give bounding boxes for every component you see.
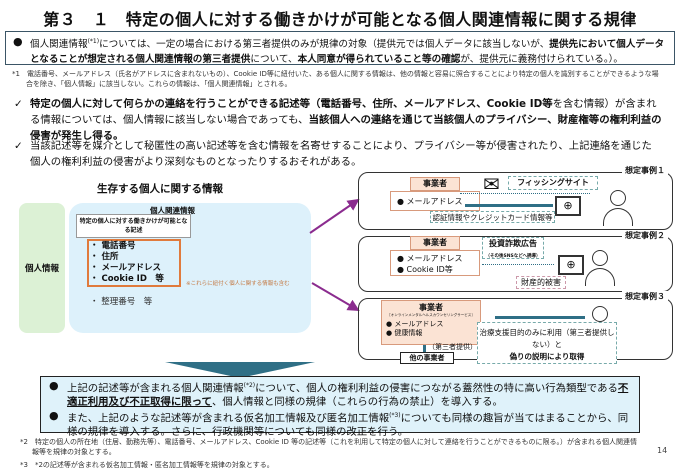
diagram-heading: 生存する個人に関する情報 <box>97 183 223 195</box>
sup: (*1) <box>87 38 100 45</box>
business-sub: ［オンラインメンタルヘルスカウンセリングサービス］ <box>387 313 475 317</box>
business-box: 事業者 ［オンラインメンタルヘルスカウンセリングサービス］ ● メールアドレス●… <box>381 300 481 345</box>
bullet-icon: ● <box>49 379 59 392</box>
bullet-icon: ● <box>13 35 23 48</box>
check-bold: 当該個人への連絡を通じて当該個人のプライバシー、財産権等の権利利益の侵害が発生し… <box>30 114 662 142</box>
intro-text: について、 <box>250 54 298 66</box>
other-item: ・ 整理番号 等 <box>90 297 153 307</box>
item-text: 住所 <box>101 252 119 262</box>
other-text: 整理番号 等 <box>101 297 153 307</box>
specific-desc-box: 特定の個人に対する働きかけが可能となる記述 <box>76 214 191 238</box>
text: について、個人の権利利益の侵害につながる蓋然性の特に高い行為類型である <box>255 382 618 395</box>
intro-text: については、一定の場合における第三者提供のみが規律の対象（提供元では個人データに… <box>99 39 550 51</box>
laptop-icon: ⊕ <box>558 255 584 275</box>
conclusion-item: ● 上記の記述等が含まれる個人関連情報(*2)について、個人の権利利益の侵害につな… <box>49 379 633 409</box>
footnote-3: *3 *2の記述等が含まれる仮名加工情報・匿名加工情報等を規律の対象とする。 <box>20 461 274 469</box>
personal-info-label: 個人情報 <box>24 264 59 274</box>
sup: (*2) <box>243 382 256 389</box>
footnote-2: *2 特定の個人の所在地（住居、勤務先等）、電話番号、メールアドレス、Cooki… <box>20 438 638 456</box>
case-caption: 認証情報やクレジットカード情報等 <box>430 211 555 223</box>
related-info-label: 個人関連情報 <box>150 206 195 215</box>
business-data: ● メールアドレス● Cookie ID等 <box>390 250 480 276</box>
note: ※これらに紐付く個人に関する情報も含む <box>186 281 290 287</box>
down-arrow-icon <box>165 362 315 378</box>
intro-bold: 本人同意が得られていること等の確認 <box>297 54 461 66</box>
case-caption: 財産的被害 <box>516 276 566 289</box>
item: ・ 住所 <box>90 252 119 262</box>
item-text: Cookie ID 等 <box>101 274 164 284</box>
check-item: ✓ 当該記述等を媒介として秘匿性の高い記述等を含む情報を名寄せすることにより、プラ… <box>12 138 662 170</box>
case-label: 想定事例１ <box>622 165 668 176</box>
contact-items-box <box>87 239 181 287</box>
intro-text: が、提供元に義務付けられている。）。 <box>460 54 623 66</box>
item: ・ メールアドレス <box>90 263 161 273</box>
data-item: メールアドレス <box>406 254 463 263</box>
sup: (*3) <box>389 412 401 420</box>
data-item: メールアドレス <box>406 197 463 206</box>
bold-text: 不適正利用及び不正取得に限って <box>67 382 629 408</box>
check-text: 当該記述等を媒介として秘匿性の高い記述等を含む情報を名寄せすることにより、プライ… <box>30 140 652 168</box>
item: ・ Cookie ID 等 <box>90 274 164 284</box>
business-label: 事業者 <box>410 236 460 250</box>
case-2 <box>358 236 673 292</box>
data-item: 健康情報 <box>394 329 423 337</box>
conclusion-item: ● また、上記のような記述等が含まれる仮名加工情報及び匿名加工情報(*3)について… <box>49 409 633 439</box>
footnote-1: *1 電話番号、メールアドレス（氏名がアドレスに含まれないもの）、Cookie … <box>12 70 659 88</box>
person-icon <box>592 250 608 266</box>
provide-label: （第三者提供） <box>428 343 477 351</box>
text: 、個人情報と同様の規律（これらの行為の禁止）を導入する。 <box>211 395 503 408</box>
case-label: 想定事例２ <box>622 230 668 241</box>
person-icon <box>610 190 626 206</box>
other-business: 他の事業者 <box>400 352 454 364</box>
conclusion-box: ● 上記の記述等が含まれる個人関連情報(*2)について、個人の権利利益の侵害につな… <box>40 376 640 438</box>
data-item: Cookie ID等 <box>406 265 453 274</box>
arrow-down <box>311 282 360 312</box>
check-icon: ✓ <box>14 140 23 152</box>
text: 上記の記述等が含まれる個人関連情報 <box>67 382 244 395</box>
ad-sub: （その後SNSなどへ誘導） <box>485 254 541 259</box>
business-label: 事業者 <box>410 177 460 191</box>
case-label: 想定事例３ <box>622 291 668 302</box>
arrow-left <box>465 204 553 207</box>
intro-box: ● 個人関連情報(*1)については、一定の場合における第三者提供のみが規律の対象… <box>5 31 675 65</box>
business-data: ● メールアドレス <box>390 191 480 211</box>
caption-bold: 偽りの説明により取得 <box>509 352 585 361</box>
item-text: 電話番号 <box>101 241 136 251</box>
check-bold: 特定の個人に対して何らかの連絡を行うことができる記述等（電話番号、住所、メールア… <box>30 98 553 110</box>
phishing-site: フィッシングサイト <box>508 176 598 190</box>
mail-icon: ✉ <box>483 172 500 196</box>
arrow-down <box>423 345 426 353</box>
arrow-left <box>495 316 585 319</box>
check-text: を含む情報）が含まれる情報については、個人情報に該当しない場合であっても、 <box>30 98 657 126</box>
text: また、上記のような記述等が含まれる仮名加工情報及び匿名加工情報 <box>67 412 390 425</box>
ad-box: 投資詐欺広告 （その後SNSなどへ誘導） <box>482 237 544 259</box>
person-icon <box>592 306 608 322</box>
caption-text: 治療支援目的のみに利用（第三者提供しない）と <box>479 328 615 349</box>
ad-label: 投資詐欺広告 <box>489 239 537 248</box>
personal-info-box: 個人情報 <box>19 203 65 333</box>
text: についても同様の趣旨が当てはまることから、同様の規律を導入する。さらに、行政機関… <box>67 412 629 439</box>
dotted-arrow <box>460 193 590 194</box>
arrow-up <box>309 198 360 234</box>
purple-arrows <box>309 198 360 312</box>
check-icon: ✓ <box>14 98 23 110</box>
item-text: メールアドレス <box>101 263 161 273</box>
intro-bold: 提供先において個人データとなることが想定される個人関連情報の第三者提供 <box>30 39 665 66</box>
bullet-icon: ● <box>49 409 59 423</box>
page-number: 14 <box>657 446 668 455</box>
case-1 <box>358 172 673 230</box>
dotted-arrow <box>482 264 554 265</box>
check-item: ✓ 特定の個人に対して何らかの連絡を行うことができる記述等（電話番号、住所、メール… <box>12 96 662 144</box>
case-caption: 治療支援目的のみに利用（第三者提供しない）と偽りの説明により取得 <box>477 322 617 364</box>
item: ・ 電話番号 <box>90 241 136 251</box>
page-title: 第３ １ 特定の個人に対する働きかけが可能となる個人関連情報に関する規律 <box>43 10 637 29</box>
intro-text: 個人関連情報 <box>30 39 88 51</box>
data-item: メールアドレス <box>394 320 444 328</box>
business-label: 事業者 <box>419 303 443 312</box>
laptop-icon: ⊕ <box>555 196 581 216</box>
